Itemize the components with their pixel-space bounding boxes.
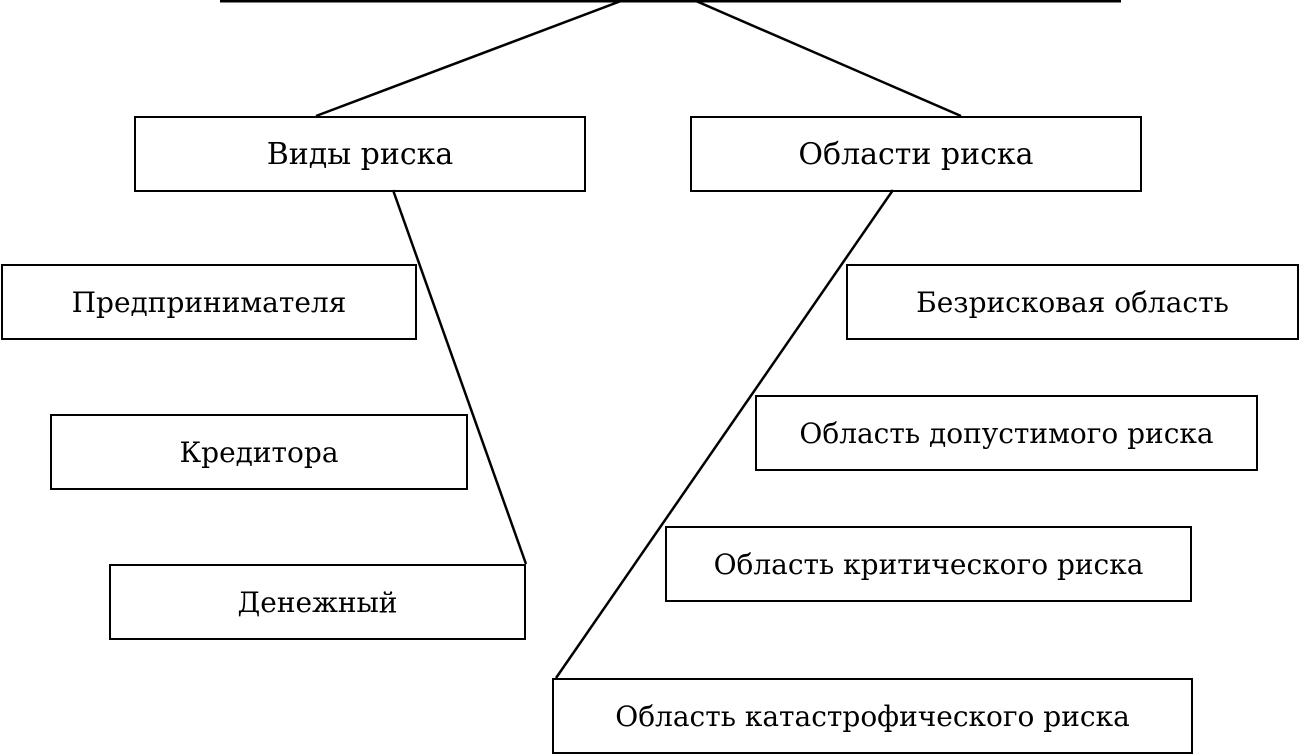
left-item-label: Предпринимателя [71, 285, 347, 319]
right-item-label: Область критического риска [713, 547, 1144, 581]
right-item-label: Область допустимого риска [799, 416, 1214, 450]
right-item-box: Область критического риска [665, 526, 1192, 602]
connector-top-to-left-branch [315, 0, 622, 118]
right-branch-title-box: Области риска [690, 116, 1142, 192]
right-item-box: Область катастрофического риска [552, 678, 1193, 754]
left-branch-title-box: Виды риска [134, 116, 586, 192]
left-item-box: Предпринимателя [1, 264, 417, 340]
connector-right-branch-to-items [554, 189, 895, 679]
right-branch-title: Области риска [798, 136, 1034, 172]
left-item-label: Денежный [237, 585, 398, 619]
connector-top-to-right-branch [695, 0, 962, 118]
left-item-box: Денежный [109, 564, 526, 640]
right-item-box: Безрисковая область [846, 264, 1299, 340]
right-item-label: Безрисковая область [916, 285, 1229, 319]
left-branch-title: Виды риска [266, 136, 454, 172]
connector-left-branch-to-items [391, 189, 528, 565]
left-item-label: Кредитора [179, 435, 339, 469]
right-item-box: Область допустимого риска [755, 395, 1258, 471]
left-item-box: Кредитора [50, 414, 468, 490]
right-item-label: Область катастрофического риска [615, 699, 1130, 733]
